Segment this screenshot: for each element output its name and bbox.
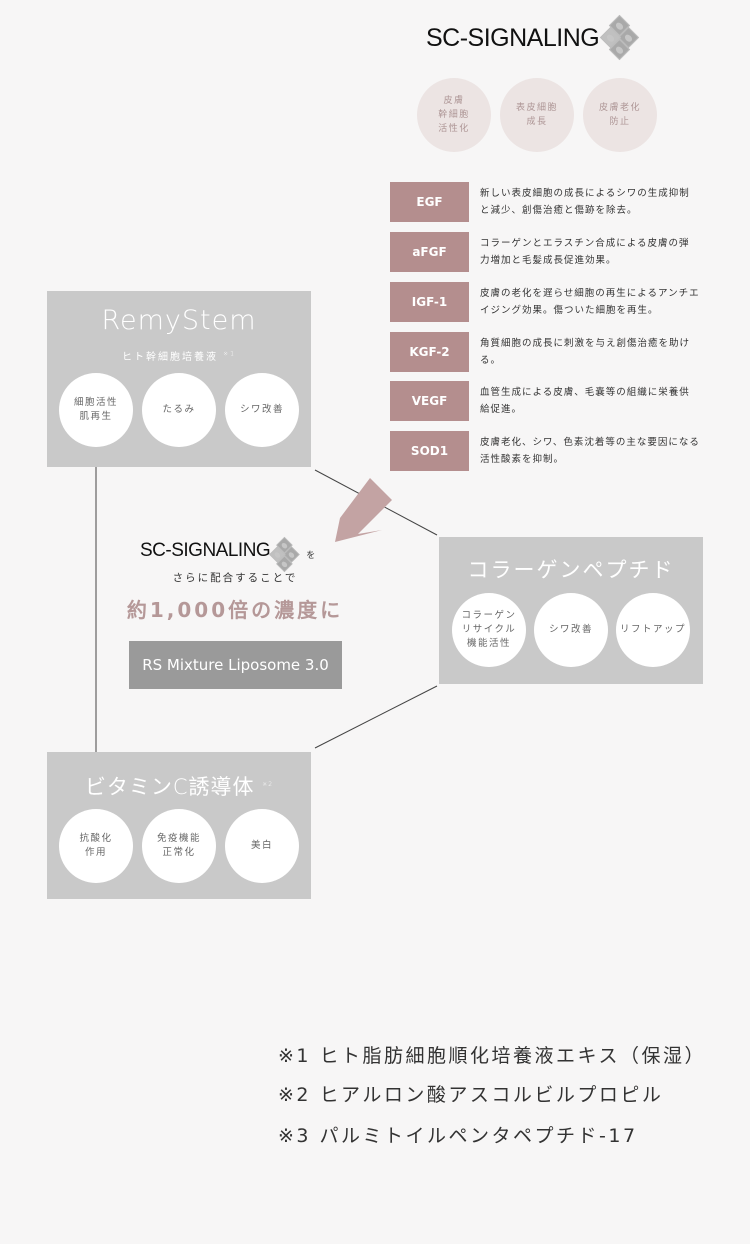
factor-row: KGF-2 角質細胞の成長に刺激を与え創傷治癒を助ける。 xyxy=(390,332,710,372)
factor-label: SOD1 xyxy=(390,431,469,471)
remystem-box: RemyStem ヒト幹細胞培養液 ※1 細胞活性 肌再生 たるみ シワ改善 xyxy=(47,291,311,467)
rs-mixture-liposome-label: RS Mixture Liposome 3.0 xyxy=(129,641,342,689)
center-headline: 約1,000倍の濃度に xyxy=(126,598,344,622)
factor-row: IGF-1 皮膚の老化を遅らせ細胞の再生によるアンチエイジング効果。傷ついた細胞を… xyxy=(390,282,710,322)
factor-desc: 血管生成による皮膚、毛嚢等の組織に栄養供給促進。 xyxy=(480,387,690,415)
factor-desc: 新しい表皮細胞の成長によるシワの生成抑制と減少、創傷治癒と傷跡を除去。 xyxy=(480,188,690,216)
factor-row: aFGF コラーゲンとエラスチン合成による皮膚の弾力増加と毛髪成長促進効果。 xyxy=(390,232,710,272)
remystem-subtitle: ヒト幹細胞培養液 xyxy=(121,352,218,363)
effect-circle: コラーゲン リサイクル 機能活性 xyxy=(452,593,526,667)
effect-circle: シワ改善 xyxy=(225,373,299,447)
factor-label: EGF xyxy=(390,182,469,222)
factor-row: VEGF 血管生成による皮膚、毛嚢等の組織に栄養供給促進。 xyxy=(390,381,710,421)
factor-label: IGF-1 xyxy=(390,282,469,322)
footnote: ※1 ヒト脂肪細胞順化培養液エキス（保湿） xyxy=(278,1045,706,1067)
factor-row: EGF 新しい表皮細胞の成長によるシワの生成抑制と減少、創傷治癒と傷跡を除去。 xyxy=(390,182,710,222)
effect-circle: シワ改善 xyxy=(534,593,608,667)
factor-row: SOD1 皮膚老化、シワ、色素沈着等の主な要因になる活性酸素を抑制。 xyxy=(390,431,710,471)
benefit-circle: 皮膚老化 防止 xyxy=(583,78,657,152)
vitamin-title: ビタミンC誘導体 xyxy=(84,775,255,799)
footnote: ※2 ヒアルロン酸アスコルビルプロピル xyxy=(278,1084,664,1106)
factor-label: KGF-2 xyxy=(390,332,469,372)
effect-circle: 美白 xyxy=(225,809,299,883)
benefit-circle: 表皮細胞 成長 xyxy=(500,78,574,152)
sc-signaling-logo-small: SC-SIGNALING を xyxy=(140,534,315,573)
center-line1: さらに配合することで xyxy=(172,572,298,584)
effect-circle: 細胞活性 肌再生 xyxy=(59,373,133,447)
diamond-logo-icon xyxy=(269,536,300,573)
factor-desc: 皮膚の老化を遅らせ細胞の再生によるアンチエイジング効果。傷ついた細胞を再生。 xyxy=(480,288,700,316)
collagen-box: コラーゲンペプチド コラーゲン リサイクル 機能活性 シワ改善 リフトアップ xyxy=(439,537,703,684)
footnote: ※3 パルミトイルペンタペプチド-17 xyxy=(278,1125,638,1147)
vitamin-c-box: ビタミンC誘導体 ※2 抗酸化 作用 免疫機能 正常化 美白 xyxy=(47,752,311,899)
effect-circle: たるみ xyxy=(142,373,216,447)
remystem-title: RemyStem xyxy=(101,305,257,336)
factor-label: aFGF xyxy=(390,232,469,272)
factor-desc: コラーゲンとエラスチン合成による皮膚の弾力増加と毛髪成長促進効果。 xyxy=(480,238,690,266)
footnote-ref: ※2 xyxy=(262,781,274,788)
effect-circle: 抗酸化 作用 xyxy=(59,809,133,883)
footnote-ref: ※1 xyxy=(223,350,237,358)
effect-circle: 免疫機能 正常化 xyxy=(142,809,216,883)
factor-desc: 皮膚老化、シワ、色素沈着等の主な要因になる活性酸素を抑制。 xyxy=(480,437,700,465)
benefit-circle: 皮膚 幹細胞 活性化 xyxy=(417,78,491,152)
collagen-title: コラーゲンペプチド xyxy=(467,558,675,582)
effect-circle: リフトアップ xyxy=(616,593,690,667)
factor-desc: 角質細胞の成長に刺激を与え創傷治癒を助ける。 xyxy=(480,338,691,366)
factor-label: VEGF xyxy=(390,381,469,421)
arrow-icon xyxy=(335,478,392,542)
diamond-logo-icon xyxy=(600,14,640,61)
sc-signaling-logo: SC-SIGNALING xyxy=(426,14,640,61)
